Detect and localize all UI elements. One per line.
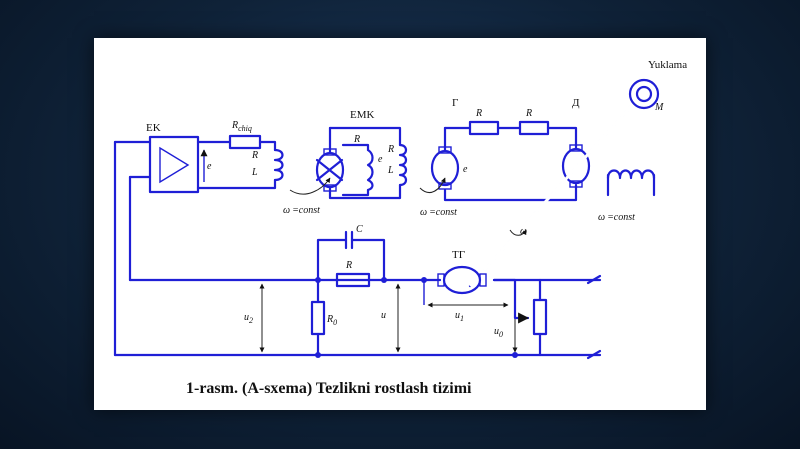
label-tg: ТГ — [452, 249, 465, 261]
label-l-k: L — [251, 167, 258, 178]
node-3 — [315, 352, 321, 358]
label-r-emk: R — [353, 134, 360, 145]
label-omega-d: ω — [598, 212, 605, 223]
node-2 — [381, 277, 387, 283]
label-r-ad: R — [525, 108, 532, 119]
svg-text:u2: u2 — [244, 312, 253, 325]
generator-motor-loop — [443, 120, 578, 202]
capacitor-c — [316, 230, 386, 282]
svg-text:ω=const: ω=const — [283, 205, 320, 216]
label-r-chiq: R — [231, 120, 238, 131]
node-1 — [315, 277, 321, 283]
wire-rchiq-to-coil — [258, 140, 277, 152]
terminal-top — [586, 274, 602, 285]
label-r0-sub: 0 — [333, 318, 337, 327]
label-c: C — [356, 224, 363, 235]
label-r-qo: R — [387, 144, 394, 155]
label-omega-0: ω — [420, 207, 427, 218]
label-motor: Д — [572, 97, 580, 109]
field-winding-k — [273, 148, 284, 182]
load-yuklama — [628, 78, 660, 110]
wire-ek-out-bottom — [196, 178, 277, 190]
label-const-d: =const — [607, 212, 635, 223]
svg-text:ω=const: ω=const — [598, 212, 635, 223]
svg-text:R0: R0 — [326, 314, 337, 327]
node-5 — [512, 352, 518, 358]
label-e-emk: e — [378, 154, 383, 165]
omega-arrow — [509, 229, 527, 236]
resistor-r-chiq — [228, 134, 262, 150]
label-r-chiq-sub: chiq — [238, 124, 252, 133]
label-r-ag: R — [475, 108, 482, 119]
amplifier-ek — [148, 135, 200, 194]
emk-drive-arrow — [289, 177, 331, 195]
label-load: Yuklama — [648, 59, 687, 71]
label-u1-sub: 1 — [460, 314, 464, 323]
label-e-g: e — [463, 164, 468, 175]
label-u0-sub: 0 — [499, 330, 503, 339]
resistor-r — [335, 272, 371, 288]
label-r: R — [345, 260, 352, 271]
motor-shaft — [468, 102, 635, 288]
label-l-qo: L — [387, 165, 394, 176]
svg-text:u1: u1 — [455, 310, 464, 323]
label-r0: R — [326, 314, 333, 325]
label-e-k: e — [207, 161, 212, 172]
label-emk: EMK — [350, 109, 375, 121]
label-u2-sub: 2 — [249, 316, 253, 325]
label-ek: EK — [146, 122, 161, 134]
label-omega-k: ω — [283, 205, 290, 216]
generator-g — [430, 146, 460, 190]
tachogenerator-tg — [437, 265, 487, 295]
generator-drive-arrow — [419, 177, 446, 193]
terminal-bottom — [586, 349, 602, 360]
motor-d — [561, 144, 591, 188]
svg-text:Rchiq: Rchiq — [231, 120, 252, 133]
motor-field-winding — [606, 169, 656, 197]
label-const-k: =const — [292, 205, 320, 216]
label-u1: u — [455, 310, 460, 321]
svg-text:ω=const: ω=const — [420, 207, 457, 218]
label-omega: ω — [520, 226, 527, 237]
svg-text:u0: u0 — [494, 326, 503, 339]
resistor-r0 — [310, 278, 326, 357]
label-r-k: R — [251, 150, 258, 161]
label-const-0: =const — [429, 207, 457, 218]
emk-machine — [315, 126, 408, 200]
label-u0: u — [494, 326, 499, 337]
label-u: u — [381, 310, 386, 321]
label-gen: Г — [452, 97, 458, 109]
label-u2: u — [244, 312, 249, 323]
figure-caption: 1-rasm. (A-sxema) Tezlikni rostlash tizi… — [186, 380, 472, 397]
label-m-c: M — [654, 102, 664, 113]
potentiometer — [492, 278, 548, 357]
